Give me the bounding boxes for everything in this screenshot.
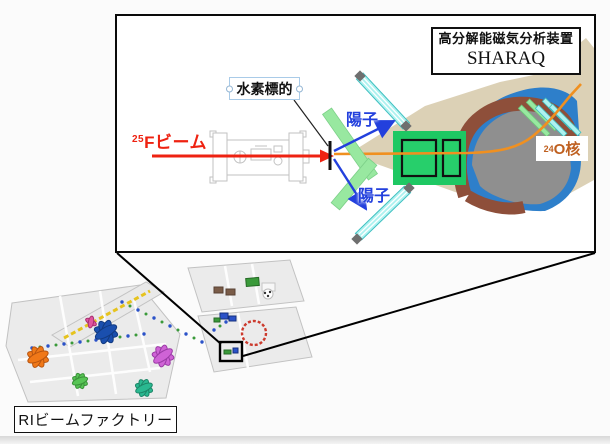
upper-room-equipment (213, 276, 276, 300)
sharaq-name: SHARAQ (466, 48, 546, 70)
page-bottom-shadow (0, 436, 610, 444)
linac-beamline (63, 289, 151, 340)
facility-main-hall (5, 284, 181, 403)
ri-beam-factory-illustration (5, 259, 313, 403)
sharaq-title: 高分解能磁気分析装置 (438, 31, 574, 46)
beam-isotope-superscript: 25 (132, 134, 145, 145)
proton-label-lower: 陽子 (358, 188, 391, 205)
cyclotron-orange (27, 346, 49, 368)
quadrupole-green-box (393, 131, 466, 185)
cyclotron-magenta (151, 344, 175, 368)
proton-detector-upper (354, 70, 412, 132)
product-isotope-superscript: 24 (543, 143, 554, 154)
facility-highlight-rect (218, 340, 244, 363)
facility-label: RIビームファクトリー (14, 406, 177, 433)
right-room-equipment (213, 312, 268, 355)
storage-ring (240, 319, 268, 347)
tracker-bar-lower (330, 157, 378, 211)
callout-line-left (116, 252, 222, 345)
proton-arrow-upper (333, 119, 396, 153)
cyclotron-green (71, 372, 89, 390)
cyclotron-blue (93, 319, 119, 345)
callout-line-right (242, 252, 596, 357)
textbox-handle-right (296, 85, 303, 92)
target-pointer-line (293, 99, 329, 147)
proton-arrow-lower (332, 158, 368, 211)
device-pink (85, 315, 97, 329)
hydrogen-target-text: 水素標的 (236, 80, 293, 97)
product-trajectory-orange (333, 83, 582, 156)
textbox-handle-left (226, 85, 233, 92)
primary-beam-arrow (152, 149, 334, 163)
hydrogen-target-label: 水素標的 (226, 77, 303, 100)
cyclotron-teal (134, 378, 154, 398)
beam-label: 25Fビーム (132, 128, 207, 153)
product-label-text: O核 (553, 141, 581, 158)
beam-label-text: Fビーム (144, 133, 207, 152)
proton-label-upper: 陽子 (346, 112, 379, 129)
sharaq-title-box: 高分解能磁気分析装置 SHARAQ (431, 27, 581, 75)
